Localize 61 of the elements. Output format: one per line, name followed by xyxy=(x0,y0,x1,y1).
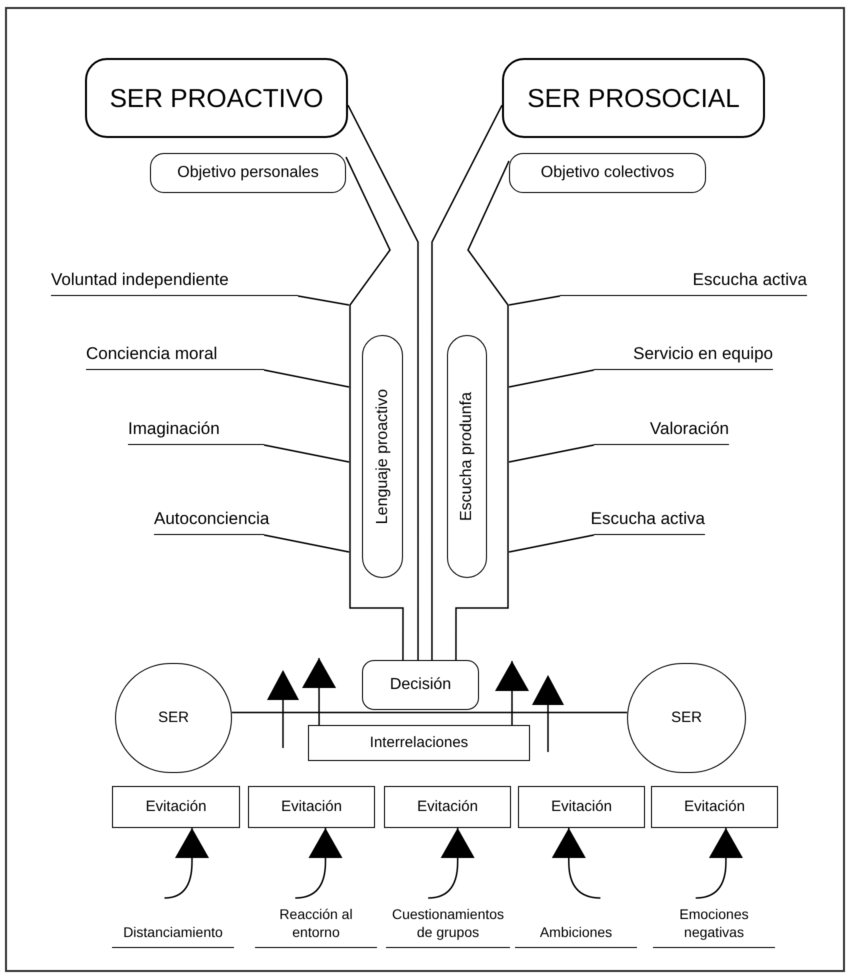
node-text: SER xyxy=(671,708,702,728)
leader-line xyxy=(508,369,594,388)
leader-line xyxy=(264,534,350,553)
connector-line xyxy=(232,712,627,714)
curved-arrow xyxy=(164,828,209,899)
node-text: Decisión xyxy=(390,675,452,695)
node-text: Reacción al entorno xyxy=(278,904,354,941)
process-box xyxy=(518,786,645,828)
curved-arrow xyxy=(696,828,743,899)
node-text: Voluntad independiente xyxy=(51,268,229,290)
leader-line xyxy=(508,534,594,553)
node-text: Escucha activa xyxy=(590,508,705,530)
node-text: Evitación xyxy=(146,796,206,817)
node-text: Evitación xyxy=(281,796,342,817)
tube-outline-line xyxy=(455,160,510,660)
node-text: Valoración xyxy=(650,418,729,440)
decision-box xyxy=(362,660,479,710)
curved-arrow xyxy=(295,828,342,899)
tube-outline-line xyxy=(345,156,404,660)
process-box xyxy=(651,786,778,828)
node-text: Evitación xyxy=(551,796,612,817)
node-text: Lenguaje proactivo xyxy=(372,388,392,524)
node-text: Objetivo colectivos xyxy=(540,163,674,183)
node-text: Ambiciones xyxy=(540,922,612,941)
node-text: SER xyxy=(158,708,189,728)
leader-line xyxy=(264,369,350,388)
leader-line xyxy=(298,295,350,306)
process-box xyxy=(384,786,511,828)
node-text: Evitación xyxy=(417,796,478,817)
title-box xyxy=(502,58,765,138)
node-text: Escucha activa xyxy=(692,268,807,290)
node-text: Servicio en equipo xyxy=(633,342,773,364)
arrow xyxy=(302,658,336,725)
arrow xyxy=(495,661,529,725)
node-text: Autoconciencia xyxy=(154,508,270,530)
process-box xyxy=(112,786,240,828)
node-text: SER PROSOCIAL xyxy=(527,82,740,114)
node-text: Cuestionamientos de grupos xyxy=(390,904,506,941)
goal-box xyxy=(509,153,706,193)
process-box xyxy=(248,786,375,828)
node-text: Escucha produnfa xyxy=(457,392,476,521)
leader-line xyxy=(264,444,350,463)
goal-box xyxy=(150,153,346,193)
node-text: Objetivo personales xyxy=(177,163,319,183)
leader-line xyxy=(508,444,594,463)
node-text: Conciencia moral xyxy=(86,342,218,364)
node-text: SER PROACTIVO xyxy=(110,82,324,114)
leader-line xyxy=(508,295,560,306)
title-box xyxy=(85,58,348,138)
vertical-pill-box xyxy=(362,335,403,578)
node-text: Distanciamiento xyxy=(123,922,223,941)
vertical-pill-box xyxy=(447,335,487,578)
curved-arrow xyxy=(428,828,475,899)
process-box xyxy=(308,725,530,761)
node-text: Imaginación xyxy=(128,418,220,440)
tube-outline-line xyxy=(347,104,419,660)
curved-arrow xyxy=(552,828,600,899)
node-text: Emociones negativas xyxy=(678,904,750,941)
node-text: Evitación xyxy=(684,796,745,817)
node-text: Interrelaciones xyxy=(370,732,468,753)
tube-outline-line xyxy=(431,104,503,660)
